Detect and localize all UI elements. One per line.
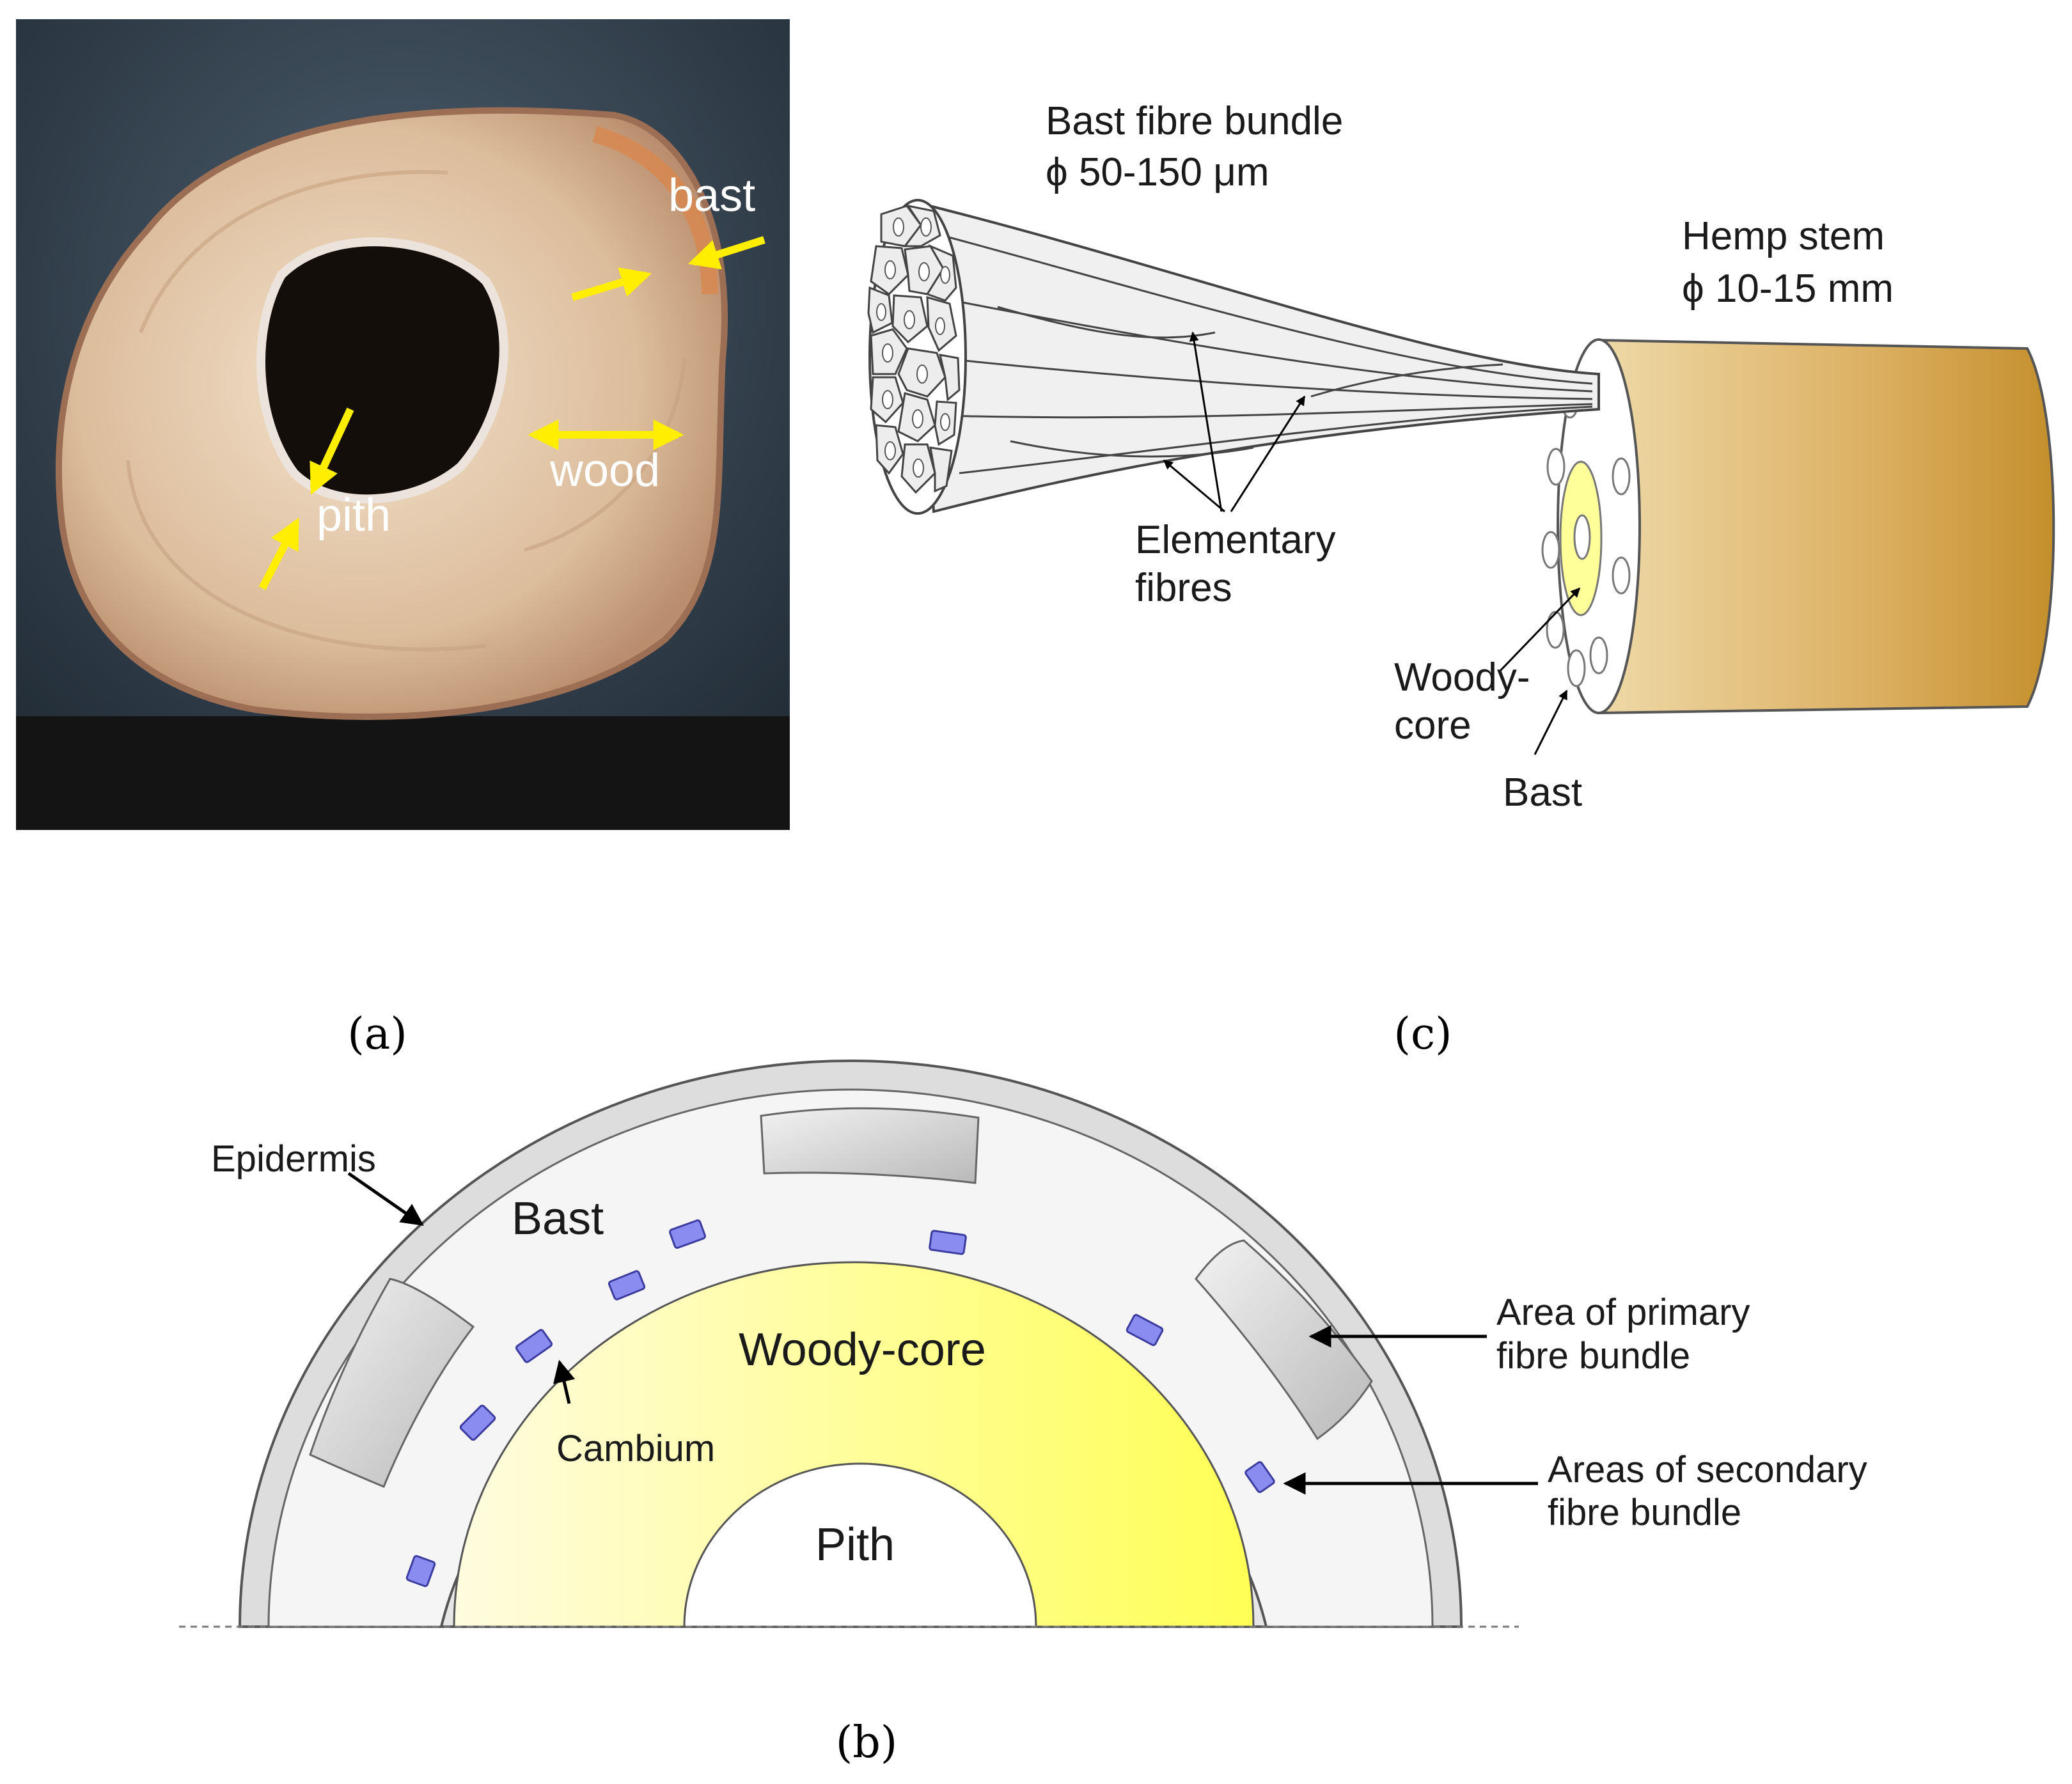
elementary-fibre-cells bbox=[867, 204, 961, 494]
stem-title: Hemp stem bbox=[1682, 214, 1885, 258]
stem-size: ϕ 10-15 mm bbox=[1682, 267, 1894, 311]
woody-core-region bbox=[453, 1261, 1255, 1628]
panel-a-photo: bast wood pith bbox=[16, 19, 790, 830]
panel-c-schematic: Bast fibre bundle ϕ 50-150 μm Hemp stem … bbox=[867, 99, 2055, 815]
hemp-stem-cylinder bbox=[1597, 338, 2055, 715]
bast-fibre-bundle bbox=[913, 200, 1600, 513]
elementary-arrow-2 bbox=[1163, 459, 1225, 513]
pith-arrow-lower bbox=[258, 517, 300, 590]
bast-arrow-left bbox=[571, 267, 652, 301]
bundle-size: ϕ 50-150 μm bbox=[1046, 150, 1269, 194]
bundle-title: Bast fibre bundle bbox=[1046, 99, 1343, 143]
pith-region bbox=[683, 1462, 1037, 1628]
primary-label-2: fibre bundle bbox=[1496, 1335, 1690, 1377]
elementary-label-1: Elementary bbox=[1135, 518, 1336, 562]
epidermis-label: Epidermis bbox=[211, 1138, 376, 1180]
caption-a: (a) bbox=[347, 1009, 407, 1060]
photo-label-wood: wood bbox=[549, 445, 660, 496]
secondary-label-2: fibre bundle bbox=[1548, 1492, 1741, 1533]
secondary-fibre-bundles bbox=[405, 1219, 1275, 1587]
elementary-arrow-3 bbox=[1230, 395, 1306, 512]
bast-arrow-right bbox=[687, 236, 765, 270]
cell-lumens bbox=[876, 217, 950, 478]
woody-label-1: Woody- bbox=[1394, 655, 1530, 700]
woody-label-2: core bbox=[1394, 703, 1472, 747]
woody-core-arrow bbox=[1498, 587, 1581, 673]
caption-c: (c) bbox=[1393, 1009, 1452, 1060]
woody-core-label: Woody-core bbox=[739, 1324, 986, 1375]
primary-label-1: Area of primary bbox=[1496, 1292, 1750, 1333]
primary-fibre-bundles bbox=[309, 1107, 1373, 1488]
panel-b-cross-section: Epidermis Bast Woody-core Cambium Pith A… bbox=[179, 1060, 1867, 1628]
cambium-arrow bbox=[553, 1359, 576, 1404]
elementary-arrow-1 bbox=[1189, 331, 1223, 512]
photo-label-pith: pith bbox=[317, 490, 391, 541]
elementary-label-2: fibres bbox=[1135, 566, 1232, 610]
bast-label: Bast bbox=[1503, 771, 1582, 815]
bast-arrow bbox=[1534, 689, 1568, 755]
bast-label-b: Bast bbox=[512, 1193, 604, 1244]
epidermis-arrow bbox=[347, 1171, 424, 1226]
cambium-label: Cambium bbox=[556, 1428, 715, 1469]
photo-label-bast: bast bbox=[668, 170, 755, 221]
pith-arrow-upper bbox=[310, 407, 354, 495]
caption-b: (b) bbox=[836, 1717, 898, 1768]
pith-cavity bbox=[256, 237, 508, 504]
secondary-label-1: Areas of secondary bbox=[1548, 1449, 1867, 1491]
pith-label: Pith bbox=[815, 1519, 895, 1570]
